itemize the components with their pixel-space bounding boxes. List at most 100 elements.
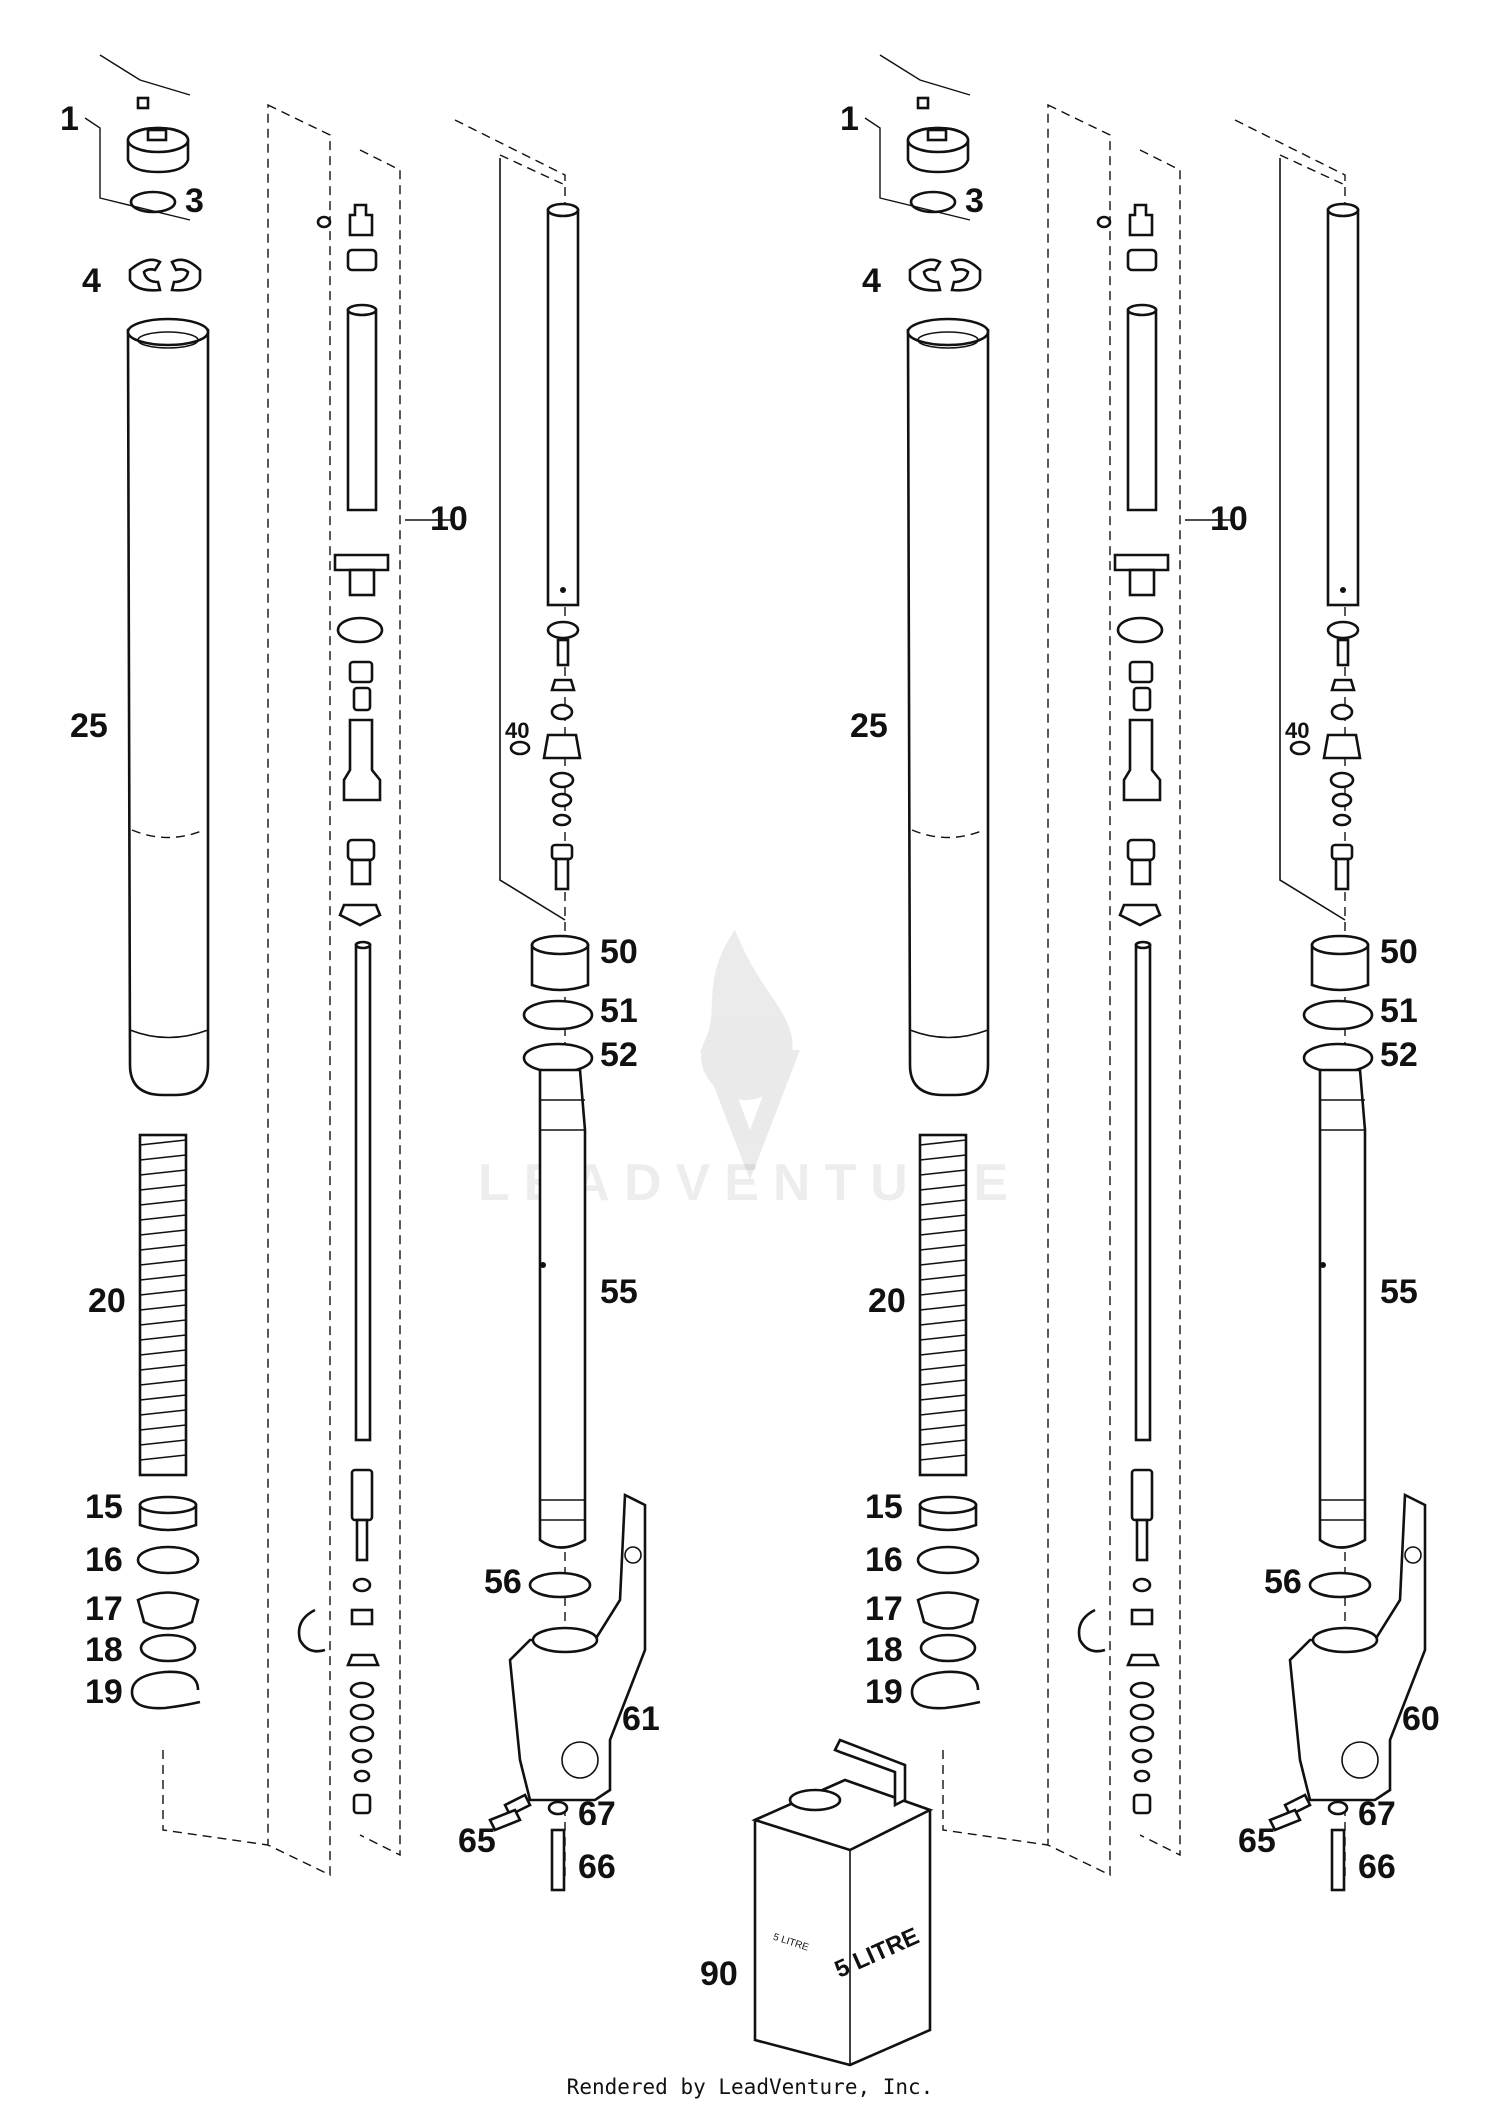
snap-ring-19 — [910, 1670, 981, 1710]
oil-can: 5 LITRE 5 LITRE — [751, 1738, 934, 2067]
damper-cartridge — [1113, 303, 1170, 597]
snap-ring-19 — [130, 1670, 201, 1710]
ring-52 — [522, 1042, 594, 1074]
seal-17 — [136, 1591, 200, 1630]
outer-tube — [1318, 1068, 1367, 1549]
bushing-50 — [1310, 943, 1370, 992]
label-40: 40 — [1285, 718, 1309, 743]
fork-cap — [906, 96, 970, 174]
label-18: 18 — [865, 1631, 903, 1669]
o-ring-56 — [528, 1571, 592, 1599]
o-ring-3 — [129, 190, 177, 214]
bolt-66 — [550, 1828, 566, 1892]
label-67: 67 — [578, 1795, 616, 1833]
fork-assembly-right: 1 3 4 10 25 20 15 16 17 18 19 40 50 51 5… — [840, 54, 1440, 1892]
bolt-66 — [1330, 1828, 1346, 1892]
label-61: 61 — [622, 1700, 660, 1738]
adjuster-screw — [348, 203, 374, 237]
ring-51 — [1302, 999, 1374, 1031]
label-20: 20 — [88, 1282, 126, 1320]
ring-18 — [139, 1633, 197, 1663]
can-spout — [788, 1788, 842, 1812]
label-55: 55 — [600, 1273, 638, 1311]
label-10: 10 — [1210, 500, 1248, 538]
seal-17 — [916, 1591, 980, 1630]
fork-spring — [918, 1133, 968, 1477]
o-ring-3 — [909, 190, 957, 214]
label-52: 52 — [1380, 1036, 1418, 1074]
label-20: 20 — [868, 1282, 906, 1320]
label-50: 50 — [600, 933, 638, 971]
ring-51 — [522, 999, 594, 1031]
label-15: 15 — [865, 1488, 903, 1526]
cotter-half-left — [128, 258, 162, 292]
dashed-frame-a — [1047, 103, 1111, 1877]
can-handle — [833, 1738, 907, 1808]
damper-rod — [354, 940, 372, 1442]
label-50: 50 — [1380, 933, 1418, 971]
axle-bracket — [508, 1492, 647, 1802]
label-90: 90 — [700, 1955, 738, 1993]
outer-tube — [538, 1068, 587, 1549]
label-4: 4 — [82, 262, 101, 300]
label-10: 10 — [430, 500, 468, 538]
flame-logo-icon — [700, 930, 800, 1180]
washer-16 — [916, 1545, 980, 1575]
dashed-leader-19 — [162, 1750, 269, 1846]
piston-tube — [546, 202, 580, 607]
dashed-frame-b — [1139, 149, 1181, 1857]
circlip — [1077, 1608, 1106, 1653]
label-19: 19 — [865, 1673, 903, 1711]
fork-spring — [138, 1133, 188, 1477]
fork-tube — [906, 317, 990, 1097]
label-66: 66 — [578, 1848, 616, 1886]
label-56: 56 — [484, 1563, 522, 1601]
label-16: 16 — [85, 1541, 123, 1579]
label-19: 19 — [85, 1673, 123, 1711]
dashed-frame-c — [454, 119, 566, 1880]
label-3: 3 — [965, 182, 984, 220]
damper-rod — [1134, 940, 1152, 1442]
piston-tube — [1326, 202, 1360, 607]
ring-52 — [1302, 1042, 1374, 1074]
dashed-frame-c — [1234, 119, 1346, 1880]
o-ring-56 — [1308, 1571, 1372, 1599]
bracket-10 — [499, 158, 566, 921]
label-17: 17 — [85, 1590, 123, 1628]
label-56: 56 — [1264, 1563, 1302, 1601]
washer-16 — [136, 1545, 200, 1575]
label-51: 51 — [600, 992, 638, 1030]
label-51: 51 — [1380, 992, 1418, 1030]
dashed-leader-19 — [942, 1750, 1049, 1846]
label-67: 67 — [1358, 1795, 1396, 1833]
cotter-half-left — [908, 258, 942, 292]
label-65: 65 — [458, 1822, 496, 1860]
label-61: 60 — [1402, 1700, 1440, 1738]
damper-cartridge — [333, 303, 390, 597]
label-17: 17 — [865, 1590, 903, 1628]
label-66: 66 — [1358, 1848, 1396, 1886]
circlip — [297, 1608, 326, 1653]
label-55: 55 — [1380, 1273, 1418, 1311]
fork-assembly-left: 1 3 4 10 25 20 15 16 17 18 19 40 50 51 5… — [60, 54, 660, 1892]
label-1: 1 — [840, 100, 859, 138]
cotter-half-right — [950, 258, 982, 292]
adjuster-screw — [1128, 203, 1154, 237]
label-65: 65 — [1238, 1822, 1276, 1860]
footer-credit: Rendered by LeadVenture, Inc. — [566, 2075, 934, 2099]
label-16: 16 — [865, 1541, 903, 1579]
label-15: 15 — [85, 1488, 123, 1526]
label-52: 52 — [600, 1036, 638, 1074]
label-4: 4 — [862, 262, 881, 300]
bracket-10 — [1279, 158, 1346, 921]
axle-bracket — [1288, 1492, 1427, 1802]
label-40: 40 — [505, 718, 529, 743]
label-3: 3 — [185, 182, 204, 220]
fork-tube — [126, 317, 210, 1097]
label-25: 25 — [70, 707, 108, 745]
ring-18 — [919, 1633, 977, 1663]
bushing-50 — [530, 943, 590, 992]
label-1: 1 — [60, 100, 79, 138]
fork-cap — [126, 96, 190, 174]
